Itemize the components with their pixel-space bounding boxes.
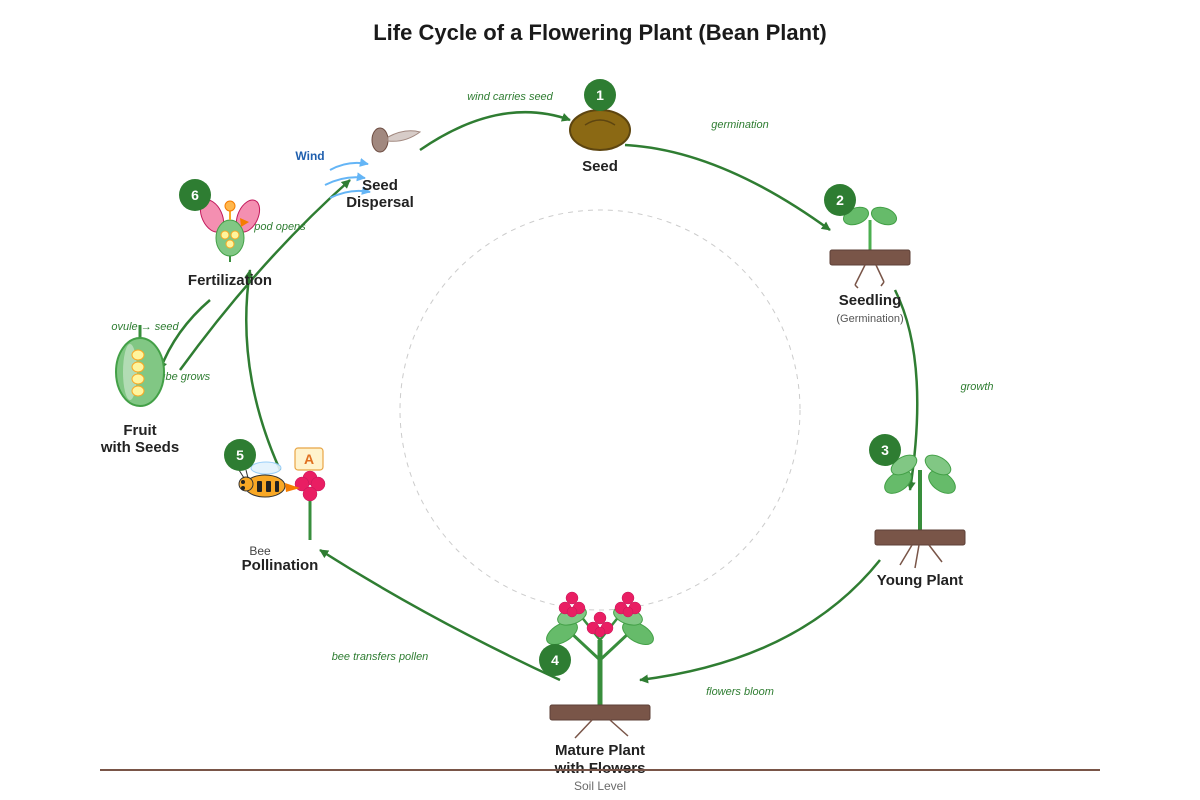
ovule-2-icon xyxy=(230,230,240,240)
anther-box xyxy=(294,447,324,471)
arrow-mature-to-pollination xyxy=(319,548,561,682)
stage-2-sublabel: (Germination) xyxy=(836,313,903,325)
stage-fertilization: 6 Fertilization xyxy=(179,179,272,289)
stage-dispersal: Wind Seed Dispersal xyxy=(295,127,422,211)
young-leaf-3-icon xyxy=(890,454,918,476)
center-guide-circle xyxy=(399,209,801,611)
stage-mature-plant: 4 Mature Plant with Flowers xyxy=(539,591,654,777)
ovule-3-icon xyxy=(225,239,235,249)
young-leaf-1-icon xyxy=(884,470,912,494)
stage-young-plant: 3 Young Plant xyxy=(869,434,966,589)
badge-4-number: 4 xyxy=(551,652,559,668)
stage-fruit: Fruit with Seeds xyxy=(100,325,179,456)
badge-4 xyxy=(539,644,571,676)
label-bee-transfers-pollen: bee transfers pollen xyxy=(332,651,429,663)
badge-2 xyxy=(824,184,856,216)
pollination-flower-icon xyxy=(294,470,326,502)
arrow-labels: wind carries seed germination growth flo… xyxy=(111,91,993,698)
mature-leaf-2-icon xyxy=(622,620,654,646)
stage-2-label: Seedling xyxy=(839,292,902,309)
seed-hilum xyxy=(584,119,616,126)
wind-icon xyxy=(324,158,371,199)
badge-2-number: 2 xyxy=(836,192,844,208)
flower-cluster-right-icon xyxy=(614,591,642,618)
label-ovule-seed: ovule → seed xyxy=(111,321,179,333)
seedling-soil xyxy=(829,249,911,266)
mature-branch-left xyxy=(568,630,602,662)
soil-level: Soil Level xyxy=(100,769,1100,793)
page-title: Life Cycle of a Flowering Plant (Bean Pl… xyxy=(373,20,827,45)
bee-label: Bee xyxy=(249,544,271,558)
label-pod-opens: pod opens xyxy=(253,221,306,233)
cycle-arrows xyxy=(158,110,919,684)
ovule-1-icon xyxy=(220,230,230,240)
label-germination: germination xyxy=(711,119,768,131)
badge-3-number: 3 xyxy=(881,442,889,458)
label-wind-carries-seed: wind carries seed xyxy=(467,91,553,103)
young-leaf-4-icon xyxy=(924,454,952,476)
badge-6-number: 6 xyxy=(191,187,199,203)
badge-1-number: 1 xyxy=(596,87,604,103)
seedling-roots xyxy=(854,264,885,289)
stage-1-label: Seed xyxy=(582,158,618,175)
stage-seed: 1 Seed xyxy=(569,79,631,175)
mature-leaf-1-icon xyxy=(546,620,578,646)
stigma-icon xyxy=(224,200,236,212)
stage-pollination: A 5 Bee Pollination xyxy=(224,439,326,574)
stage-4-label-line1: Mature Plant xyxy=(555,742,645,759)
badge-6 xyxy=(179,179,211,211)
wind-label: Wind xyxy=(295,149,324,163)
seed-wing-icon xyxy=(387,130,422,142)
mature-roots xyxy=(574,719,629,739)
arrow-dispersal-to-seed xyxy=(419,110,571,152)
pod-seed-2-icon xyxy=(131,361,145,373)
flower-cluster-left-icon xyxy=(558,591,586,618)
soil-level-label: Soil Level xyxy=(574,779,626,793)
stage-seedling: 2 Seedling (Germination) xyxy=(824,184,911,325)
mature-soil xyxy=(549,704,651,721)
stage-4-label-line2: with Flowers xyxy=(554,760,646,777)
stage-6-label: Fertilization xyxy=(188,272,272,289)
arrow-young-to-mature xyxy=(639,559,881,684)
young-roots xyxy=(899,544,943,569)
dispersal-label-line2: Dispersal xyxy=(346,194,414,211)
bee-icon xyxy=(238,461,300,498)
fruit-label-line2: with Seeds xyxy=(100,439,179,456)
fruit-label-line1: Fruit xyxy=(123,422,156,439)
label-growth: growth xyxy=(960,381,993,393)
pod-seed-3-icon xyxy=(131,373,145,385)
arrow-seed-to-seedling xyxy=(624,143,831,232)
anther-letter: A xyxy=(304,451,314,467)
dispersing-seed-icon xyxy=(371,127,389,153)
badge-1 xyxy=(584,79,616,111)
young-soil xyxy=(874,529,966,546)
pod-seed-1-icon xyxy=(131,349,145,361)
flower-cluster-center-icon xyxy=(586,611,614,638)
dispersal-label-line1: Seed xyxy=(362,177,398,194)
arrow-pollination-to-fertilization xyxy=(244,269,282,471)
label-flowers-bloom: flowers bloom xyxy=(706,686,774,698)
badge-5-number: 5 xyxy=(236,447,244,463)
seedling-leaf-right-icon xyxy=(870,206,898,226)
stage-3-label: Young Plant xyxy=(877,572,963,589)
pollen-tube-marker-icon xyxy=(240,218,249,227)
badge-5 xyxy=(224,439,256,471)
mature-branch-right xyxy=(598,630,632,662)
bean-seed-icon xyxy=(569,109,631,151)
ovary-icon xyxy=(215,219,245,257)
arrow-fruit-to-dispersal xyxy=(178,179,351,371)
pod-seed-4-icon xyxy=(131,385,145,397)
arrow-fertilization-to-fruit xyxy=(158,299,211,371)
stage-5-label: Pollination xyxy=(242,557,319,574)
badge-3 xyxy=(869,434,901,466)
